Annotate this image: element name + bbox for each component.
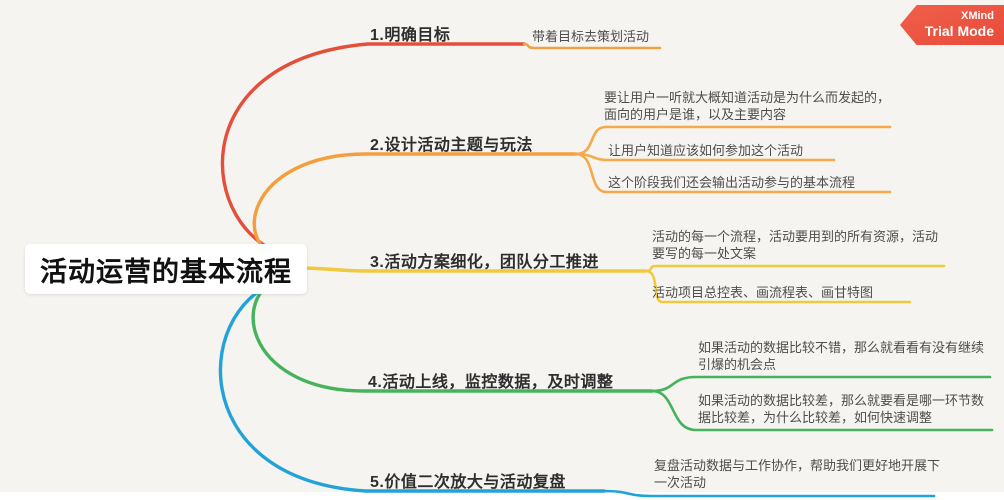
topic-3[interactable]: 3.活动方案细化，团队分工推进 [370, 254, 599, 271]
subtopic-4-2[interactable]: 如果活动的数据比较差，那么就要看是哪一环节数据比较差，为什么比较差，如何快速调整 [698, 393, 985, 425]
central-topic[interactable]: 活动运营的基本流程 [25, 244, 307, 294]
branch1-child1-line [522, 42, 662, 50]
branch3-curve [298, 266, 648, 273]
branch5-child1-line [602, 489, 936, 498]
branch3-child2-line [644, 269, 912, 304]
canvas-edge [0, 492, 1004, 500]
topic-1[interactable]: 1.明确目标 [370, 27, 451, 44]
branch5-curve [218, 276, 606, 493]
subtopic-1-1[interactable]: 带着目标去策划活动 [532, 29, 650, 44]
topic-5[interactable]: 5.价值二次放大与活动复盘 [370, 474, 566, 491]
branch4-child2-line [650, 389, 994, 432]
subtopic-2-1[interactable]: 要让用户一听就大概知道活动是为什么而发起的，面向的用户是谁，以及主要内容 [604, 90, 891, 122]
branch3-child1-line [644, 264, 946, 273]
trial-mode-label: Trial Mode [924, 23, 994, 39]
xmind-brand-label: XMind [961, 10, 994, 22]
branch4-child1-line [650, 375, 992, 393]
branch2-child3-line [574, 152, 892, 194]
subtopic-3-2[interactable]: 活动项目总控表、画流程表、画甘特图 [652, 285, 874, 300]
subtopic-2-2[interactable]: 让用户知道应该如何参加这个活动 [608, 143, 804, 158]
subtopic-4-1[interactable]: 如果活动的数据比较不错，那么就看看有没有继续引爆的机会点 [698, 340, 985, 372]
subtopic-2-3[interactable]: 这个阶段我们还会输出活动参与的基本流程 [608, 175, 856, 190]
subtopic-3-1[interactable]: 活动的每一个流程，活动要用到的所有资源，活动要写的每一处文案 [652, 229, 939, 261]
subtopic-5-1[interactable]: 复盘活动数据与工作协作，帮助我们更好地开展下一次活动 [654, 458, 941, 490]
trial-mode-ribbon[interactable]: XMind Trial Mode [900, 5, 1004, 45]
topic-2[interactable]: 2.设计活动主题与玩法 [370, 137, 533, 154]
branch1-curve [220, 42, 526, 258]
topic-4[interactable]: 4.活动上线，监控数据，及时调整 [368, 374, 614, 391]
